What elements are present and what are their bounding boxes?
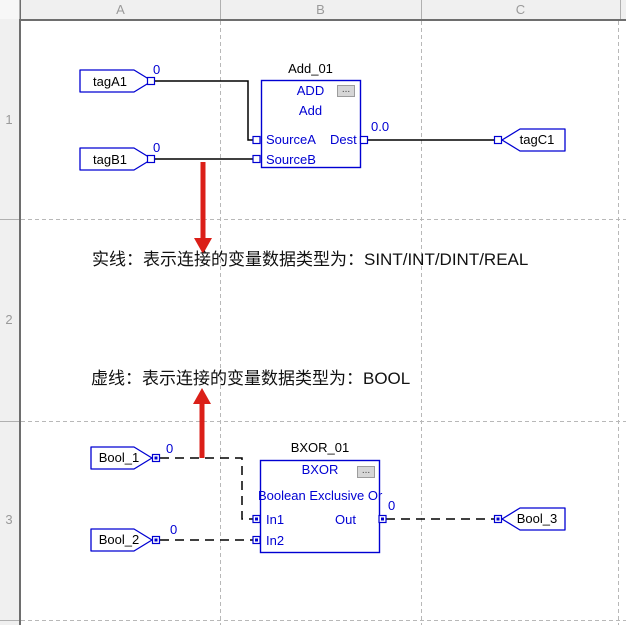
dest-value: 0.0 xyxy=(371,119,390,134)
column-header-b[interactable]: B xyxy=(316,2,325,17)
row-divider xyxy=(0,620,19,621)
out-value: 0 xyxy=(388,498,396,513)
bool1-value: 0 xyxy=(166,441,174,456)
pin-sourceb[interactable] xyxy=(252,154,261,164)
tagb1-label[interactable]: tagB1 xyxy=(93,152,127,167)
arrow-up-head xyxy=(193,388,211,404)
header-divider xyxy=(620,0,621,19)
bxor-block-type-label: BXOR xyxy=(301,462,339,477)
taga1-label[interactable]: tagA1 xyxy=(93,74,127,89)
bool-dot-bool3 xyxy=(496,517,500,521)
pin-tagc1[interactable] xyxy=(493,135,503,145)
add-block-properties-button[interactable]: ... xyxy=(337,85,355,97)
bxor-pin-in2-label: In2 xyxy=(266,533,285,548)
bool-dot-bool1 xyxy=(154,456,158,460)
wire-taga1-sourcea[interactable] xyxy=(155,80,253,141)
bxor-block-properties-button[interactable]: ... xyxy=(357,466,375,478)
grid-lines xyxy=(21,21,626,625)
bool3-label[interactable]: Bool_3 xyxy=(516,511,558,526)
add-block-type-label: ADD xyxy=(296,83,325,98)
tagb1-value: 0 xyxy=(153,140,161,155)
tag-bool3-shape[interactable] xyxy=(501,507,566,531)
arrow-down-head xyxy=(194,238,212,254)
row-divider xyxy=(0,219,19,220)
tag-bool2-shape[interactable] xyxy=(90,528,153,552)
bool2-value: 0 xyxy=(170,522,178,537)
tag-tagb1-shape[interactable] xyxy=(79,147,153,171)
bool-dot-in1 xyxy=(255,517,258,521)
header-divider xyxy=(220,0,221,19)
column-header-band xyxy=(0,0,626,21)
add-pin-dest-label: Dest xyxy=(330,132,357,147)
bxor-pin-in1-label: In1 xyxy=(266,512,285,527)
add-pin-sourcea-label: SourceA xyxy=(266,132,316,147)
wire-bool1-in1[interactable] xyxy=(160,457,253,520)
row-divider xyxy=(0,421,19,422)
add-pin-sourceb-label: SourceB xyxy=(266,152,316,167)
pin-dest[interactable] xyxy=(359,135,369,145)
pin-tagb1[interactable] xyxy=(146,154,156,164)
row-header-1[interactable]: 1 xyxy=(5,112,13,127)
bxor-pin-out-label: Out xyxy=(335,512,356,527)
row-header-band xyxy=(0,0,21,625)
bxor-block-instance-name[interactable]: BXOR_01 xyxy=(290,440,350,455)
row-header-3[interactable]: 3 xyxy=(5,512,13,527)
tag-bool1-shape[interactable] xyxy=(90,446,153,470)
header-divider xyxy=(421,0,422,19)
bool-dot-in2 xyxy=(255,538,258,542)
arrow-down-shaft xyxy=(200,162,206,240)
arrow-up-shaft xyxy=(199,402,205,458)
bool-dot-out xyxy=(381,517,384,521)
tag-taga1-shape[interactable] xyxy=(79,69,153,93)
add-block-instance-name[interactable]: Add_01 xyxy=(288,61,333,76)
bool1-label[interactable]: Bool_1 xyxy=(98,450,140,465)
dashed-line-annotation: 虚线：表示连接的变量数据类型为：BOOL xyxy=(91,369,411,388)
pin-taga1[interactable] xyxy=(146,76,156,86)
tag-tagc1-shape[interactable] xyxy=(501,128,566,152)
bool-dot-bool2 xyxy=(154,538,158,542)
pin-sourcea[interactable] xyxy=(252,135,261,145)
taga1-value: 0 xyxy=(153,62,161,77)
solid-line-annotation: 实线：表示连接的变量数据类型为：SINT/INT/DINT/REAL xyxy=(92,250,529,269)
bool2-label[interactable]: Bool_2 xyxy=(98,532,140,547)
sheet-corner-cell xyxy=(0,0,19,19)
column-header-a[interactable]: A xyxy=(116,2,125,17)
bxor-block-description: Boolean Exclusive Or xyxy=(258,488,383,503)
tagc1-label[interactable]: tagC1 xyxy=(519,132,555,147)
column-header-c[interactable]: C xyxy=(515,2,526,17)
header-divider xyxy=(19,0,20,19)
add-block-description: Add xyxy=(298,103,323,118)
row-header-2[interactable]: 2 xyxy=(5,312,13,327)
